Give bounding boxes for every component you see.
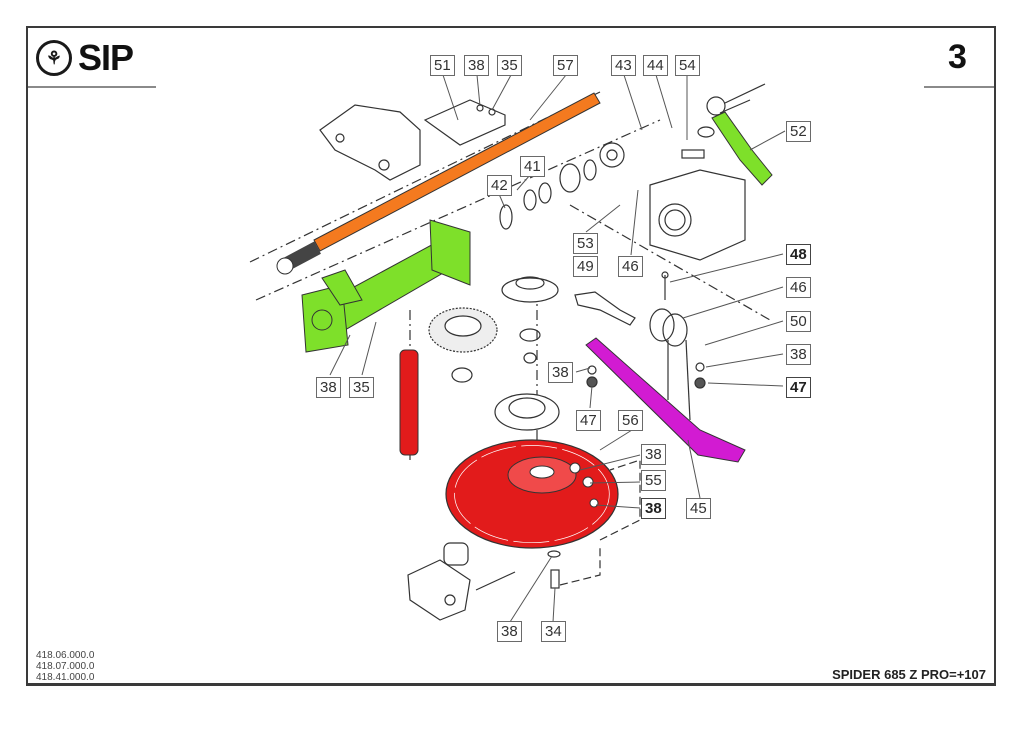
reference-code: 418.07.000.0 [36,661,95,672]
callout-38: 38 [464,55,489,76]
leader-line [589,481,641,484]
model-name: SPIDER 685 Z PRO=+107 [832,667,986,682]
callout-45: 45 [686,498,711,519]
page-number: 3 [948,38,967,76]
callout-49: 49 [573,256,598,277]
leader-line [585,204,621,233]
callout-50: 50 [786,311,811,332]
spring-part [649,308,675,342]
callout-46: 46 [618,256,643,277]
vertical-shaft [399,349,419,456]
hub-part [501,277,559,303]
callout-38: 38 [641,498,666,519]
callout-46: 46 [786,277,811,298]
ring-part [499,204,513,230]
leader-line [589,385,593,409]
bushing-part [443,542,469,566]
callout-42: 42 [487,175,512,196]
brand-logo: ⚘ SIP [36,37,134,78]
gearbox-housing [649,169,746,261]
leader-line [529,74,567,121]
leader-line [599,429,633,451]
reference-code: 418.06.000.0 [36,650,95,661]
leader-line [491,74,512,111]
callout-38: 38 [316,377,341,398]
callout-55: 55 [641,470,666,491]
bracket-part [319,104,421,181]
header-rule-left [28,86,156,88]
leader-line [361,321,377,376]
guide-line [255,119,661,301]
bracket-49-part [574,291,636,326]
leader-line [498,193,506,209]
shaft-57 [313,92,601,252]
callout-57: 57 [553,55,578,76]
callout-38: 38 [548,362,573,383]
callout-48: 48 [786,244,811,265]
header-rule-right [924,86,994,88]
callout-38: 38 [497,621,522,642]
callout-35: 35 [349,377,374,398]
leader-line [509,555,553,623]
gear-part [599,142,625,168]
leader-line [669,253,784,283]
leader-line [516,174,531,191]
guide-line [569,204,771,321]
callout-44: 44 [643,55,668,76]
leader-line [442,74,459,121]
leader-line [704,320,784,346]
leader-line [623,74,643,131]
leader-line [595,504,641,509]
disc-56 [445,439,619,549]
callout-47: 47 [786,377,811,398]
leader-line [630,189,639,256]
reference-codes: 418.06.000.0 418.07.000.0 418.41.000.0 [36,650,94,683]
leader-line [476,74,481,107]
callout-56: 56 [618,410,643,431]
callout-38: 38 [786,344,811,365]
callout-35: 35 [497,55,522,76]
leader-line [707,382,784,387]
leader-line [552,587,556,623]
brand-name: SIP [78,37,134,78]
leader-line [329,334,351,376]
leader-line [682,286,784,319]
sip-emblem-icon: ⚘ [36,40,72,76]
callout-47: 47 [576,410,601,431]
pulley-part [494,393,560,431]
callout-38: 38 [641,444,666,465]
housing-bracket [321,269,363,306]
housing-flange-rear [429,219,471,286]
leader-line [655,74,673,129]
callout-41: 41 [520,156,545,177]
highlighted-parts [276,92,773,549]
callout-53: 53 [573,233,598,254]
callout-54: 54 [675,55,700,76]
reference-code: 418.41.000.0 [36,672,95,683]
callout-34: 34 [541,621,566,642]
page-frame [26,26,996,686]
knuckle-part [407,559,471,621]
bar-45 [585,337,746,463]
callout-43: 43 [611,55,636,76]
leader-line [687,439,701,499]
callout-51: 51 [430,55,455,76]
leader-line [575,367,591,373]
leader-line [705,353,784,368]
leader-line [579,454,641,471]
arm-52 [711,111,773,186]
nut-part [695,362,705,372]
leader-line [749,130,786,151]
callout-52: 52 [786,121,811,142]
